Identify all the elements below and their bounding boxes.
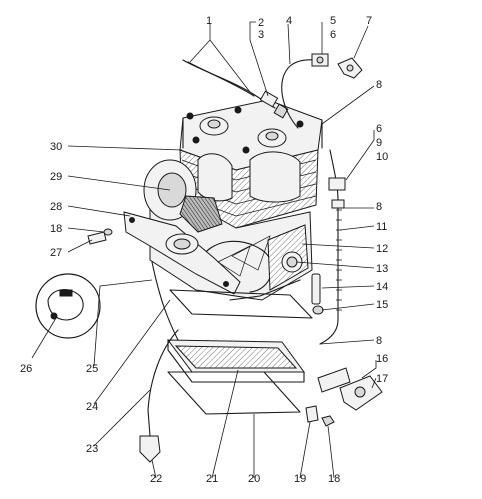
- callout-13: 13: [376, 263, 388, 275]
- callout-1: 1: [206, 15, 212, 27]
- pipe-4: [281, 59, 319, 129]
- callout-3: 3: [258, 29, 264, 41]
- callout-17: 17: [376, 373, 388, 385]
- callout-19: 19: [294, 473, 306, 485]
- callout-8a: 8: [376, 79, 382, 91]
- callout-6a: 6: [330, 29, 336, 41]
- oil-pan-21: [166, 339, 305, 383]
- callout-14: 14: [376, 281, 388, 293]
- gasket-20: [167, 371, 301, 415]
- callout-24: 24: [86, 401, 98, 413]
- callout-10: 10: [376, 151, 388, 163]
- callout-2: 2: [258, 17, 264, 29]
- pipe-8-to-11: [319, 149, 346, 345]
- callout-30: 30: [50, 141, 62, 153]
- pipe-fitting-2-3: [259, 90, 289, 119]
- callout-22: 22: [150, 473, 162, 485]
- detail-view-26: [35, 273, 101, 339]
- cylinder-head: [179, 99, 323, 171]
- callout-28: 28: [50, 201, 62, 213]
- oil-line-23: [139, 329, 179, 463]
- callout-labels: 1 2 3 4 5 6 7 8 6 9 10 8 11 12 13 14 15 …: [20, 15, 388, 485]
- crankcase: [149, 199, 313, 301]
- callout-29: 29: [50, 171, 62, 183]
- callout-9: 9: [376, 137, 382, 149]
- side-cover: [123, 211, 241, 295]
- callout-12: 12: [376, 243, 388, 255]
- oil-pan-gasket-24: [169, 289, 313, 319]
- nipple-13-14: [311, 273, 324, 315]
- callout-23: 23: [86, 443, 98, 455]
- callout-27: 27: [50, 247, 62, 259]
- drain-elbow-16-17: [317, 367, 383, 411]
- callout-6b: 6: [376, 123, 382, 135]
- bolt-27-washer-18: [87, 228, 113, 245]
- callout-7: 7: [366, 15, 372, 27]
- callout-26: 26: [20, 363, 32, 375]
- callout-20: 20: [248, 473, 260, 485]
- bolt-19-nut-18: [305, 405, 335, 427]
- callout-15: 15: [376, 299, 388, 311]
- callout-18a: 18: [50, 223, 62, 235]
- callout-4: 4: [286, 15, 292, 27]
- callout-18b: 18: [328, 473, 340, 485]
- callout-11: 11: [376, 221, 387, 233]
- elbow-7: [337, 57, 363, 79]
- callout-25: 25: [86, 363, 98, 375]
- leader-lines: [31, 21, 377, 479]
- callout-5: 5: [330, 15, 336, 27]
- logo-watermark: [217, 235, 271, 277]
- callout-8c: 8: [376, 335, 382, 347]
- callout-8b: 8: [376, 201, 382, 213]
- callout-21: 21: [206, 473, 218, 485]
- union-5-6: [311, 53, 329, 67]
- callout-16: 16: [376, 353, 388, 365]
